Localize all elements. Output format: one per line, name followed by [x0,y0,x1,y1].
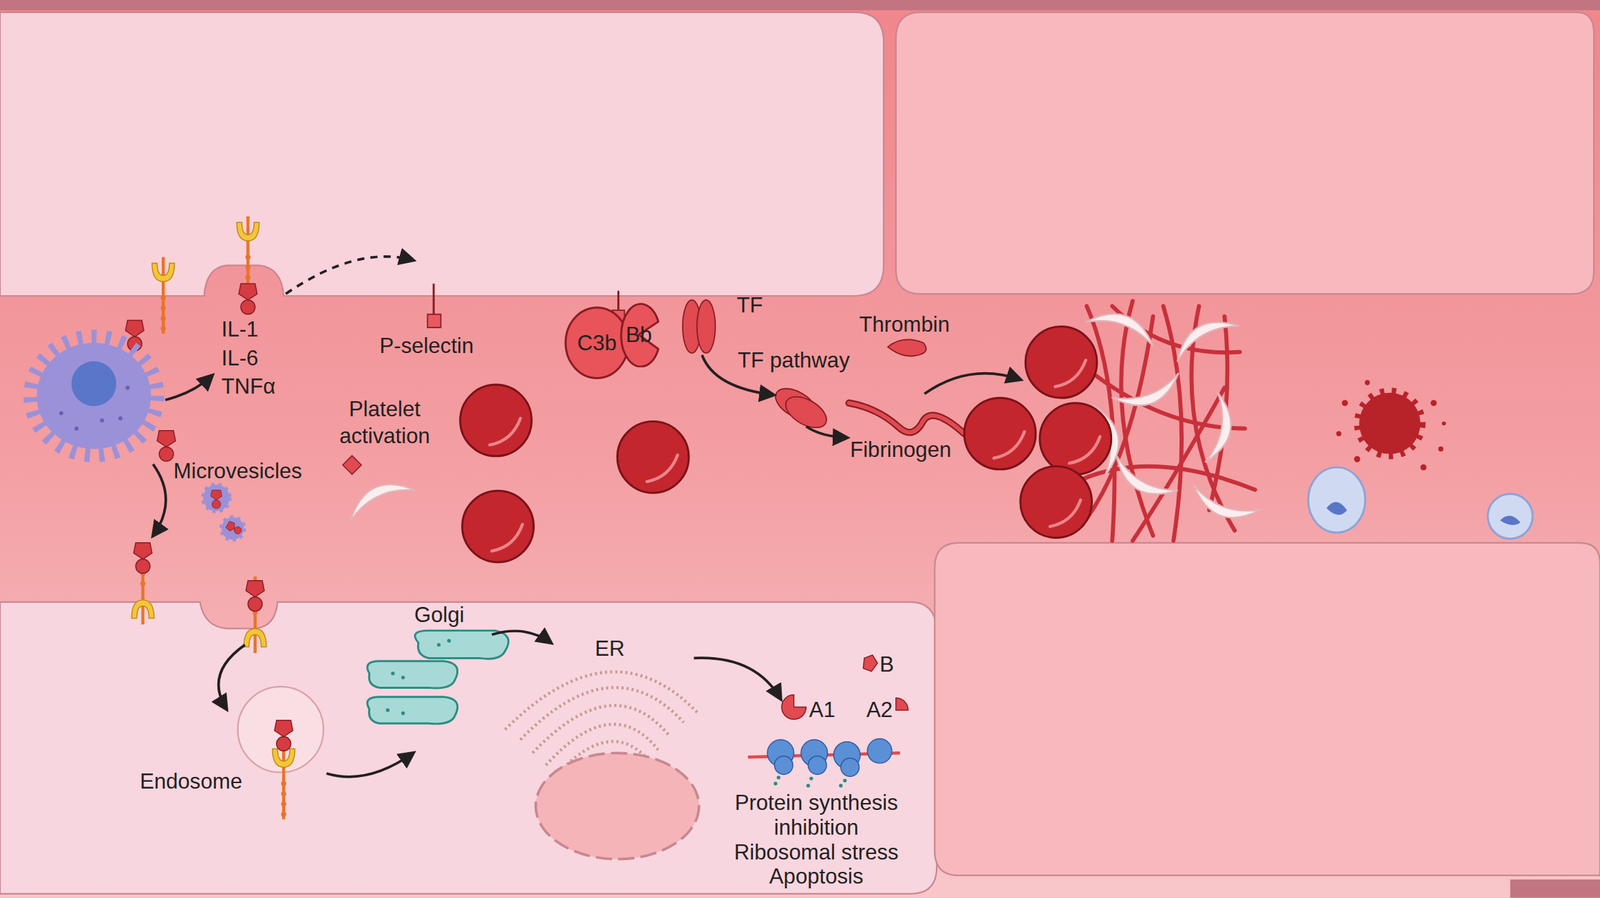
golgi [367,630,509,724]
label: TNFα [221,374,276,400]
label: TF [737,293,764,318]
label: P-selectin [379,333,475,359]
nucleus [535,752,699,859]
label: Ribosomal stress [734,839,899,865]
label: IL-1 [221,317,259,343]
tissue-edge [1510,879,1600,898]
label: IL-6 [221,346,259,371]
receptors [125,216,267,654]
pathway-arrows [152,256,1020,777]
microvesicles [203,484,244,540]
complement-protein: Bb [618,302,660,368]
complement-protein: C3b [564,306,630,380]
label: Protein synthesis inhibition [714,790,919,840]
label: B [879,651,894,677]
ribosomes [748,739,901,788]
label: Endosome [139,769,243,795]
label: Fibrinogen [849,437,952,463]
label: ER [594,636,625,662]
apoptotic-cell [1336,379,1446,471]
platelet [342,455,416,521]
protein-label: Bb [625,322,652,348]
tissue-edge [0,0,1600,11]
label: A1 [809,697,836,723]
protein-label: C3b [577,330,617,356]
endothelial-cells [0,12,1600,894]
label: Thrombin [859,312,951,338]
clot [964,300,1261,541]
label: Microvesicles [173,459,303,484]
endosome [237,686,324,820]
label: Golgi [414,602,465,628]
label: Apoptosis [769,864,864,890]
red-blood-cells [460,384,689,563]
label: TF pathway [737,348,850,373]
label: A2 [866,697,893,723]
tissue-factor [682,300,965,435]
label: Platelet activation [326,395,444,449]
leukocytes [1308,467,1533,539]
macrophage [30,336,157,455]
